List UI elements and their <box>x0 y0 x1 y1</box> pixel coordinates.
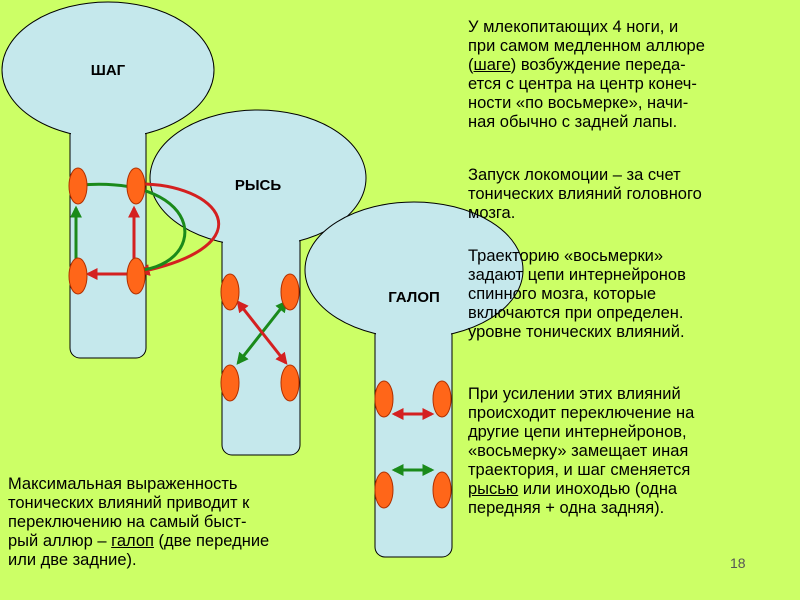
text-line: тонических влияний приводит к <box>8 494 250 512</box>
trot-label: РЫСЬ <box>235 177 282 194</box>
text-line: (две передние <box>153 532 270 550</box>
gallop-term: галоп <box>111 532 154 550</box>
text-line: спинного мозга, которые <box>468 285 657 303</box>
trot-centers <box>220 273 300 402</box>
gallop-centers <box>374 380 452 509</box>
gallop-center <box>374 471 394 509</box>
text-line: переключению на самый быст- <box>8 513 247 531</box>
gallop-center <box>374 380 394 418</box>
gallop-arrows <box>391 408 435 476</box>
text-line: задают цепи интернейронов <box>468 266 686 284</box>
text-line: или иноходью (одна <box>518 480 678 498</box>
walk-center <box>68 257 88 295</box>
walk-arrows <box>70 182 221 280</box>
gallop-center <box>432 380 452 418</box>
trot-center <box>280 273 300 311</box>
text-line: Запуск локомоции – за счет <box>468 166 681 184</box>
trot-brain-spinal: РЫСЬ <box>149 109 367 456</box>
text-line: при самом медленном аллюре <box>468 37 705 55</box>
walk-center <box>126 257 146 295</box>
trot-term: рысью <box>468 480 519 498</box>
trot-center <box>220 364 240 402</box>
text-line: происходит переключение на <box>468 404 695 422</box>
walk-term: шаге <box>473 56 511 74</box>
slide-number: 18 <box>730 555 746 571</box>
walk-figure-eight-green-arrow <box>79 182 187 277</box>
paragraph-trot-switch: При усилении этих влияний происходит пер… <box>468 385 694 518</box>
text-line: ( <box>468 56 474 74</box>
text-line: Траекторию «восьмерки» <box>468 247 664 265</box>
text-line: траектория, и шаг сменяется <box>468 461 691 479</box>
walk-center <box>68 167 88 205</box>
gallop-label: ГАЛОП <box>388 289 440 306</box>
walk-centers <box>68 167 146 295</box>
text-line: ности «по восьмерке», начи- <box>468 94 689 112</box>
paragraph-walk-description: У млекопитающих 4 ноги, и при самом медл… <box>468 18 705 132</box>
trot-cross-red-arrow <box>236 300 288 365</box>
trot-center <box>280 364 300 402</box>
text-line: ется с центра на центр конеч- <box>468 75 697 93</box>
text-line: рый аллюр – <box>8 532 112 550</box>
paragraph-gallop: Максимальная выраженность тонических вли… <box>8 475 269 570</box>
walk-center <box>126 167 146 205</box>
text-line: У млекопитающих 4 ноги, и <box>468 18 679 36</box>
walk-figure-eight-red-arrow <box>135 182 221 276</box>
gallop-brain-spinal: ГАЛОП <box>304 201 524 558</box>
text-line: При усилении этих влияний <box>468 385 681 403</box>
paragraph-locomotion-start: Запуск локомоции – за счет тонических вл… <box>468 166 702 223</box>
trot-arrows <box>236 300 288 365</box>
text-line: включаются при определен. <box>468 304 684 322</box>
walk-brain-spinal: ШАГ <box>1 1 215 359</box>
text-line: передняя + одна задняя). <box>468 499 665 517</box>
paragraph-interneuron-circuits: Траекторию «восьмерки» задают цепи интер… <box>468 247 686 342</box>
text-line: или две задние). <box>8 551 137 569</box>
text-line: мозга. <box>468 204 516 222</box>
gallop-spinal-cord <box>374 324 453 558</box>
trot-center <box>220 273 240 311</box>
gallop-center <box>432 471 452 509</box>
text-line: Максимальная выраженность <box>8 475 238 493</box>
text-line: «восьмерку» замещает иная <box>468 442 689 460</box>
walk-label: ШАГ <box>91 62 126 79</box>
text-line: тонических влияний головного <box>468 185 702 203</box>
text-line: уровне тонических влияний. <box>468 323 685 341</box>
text-line: ) возбуждение переда- <box>510 56 686 74</box>
text-line: другие цепи интернейронов, <box>468 423 687 441</box>
text-line: ная обычно с задней лапы. <box>468 113 678 131</box>
